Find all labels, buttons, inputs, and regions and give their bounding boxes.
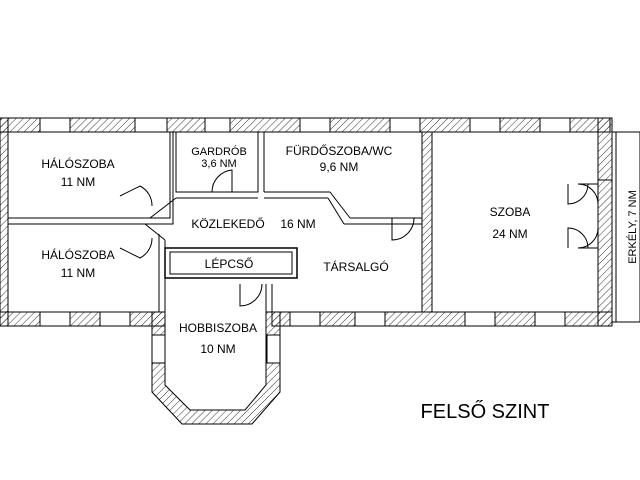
balcony <box>598 131 640 323</box>
room-hobbiszoba-name: HOBBISZOBA <box>179 321 257 335</box>
room-furdoszoba-name: FÜRDŐSZOBA/WC <box>286 143 393 158</box>
wall-szoba-left <box>421 131 433 313</box>
room-haloszoba-1-name: HÁLÓSZOBA <box>41 156 114 171</box>
room-tarsalgo-name: TÁRSALGÓ <box>323 259 388 274</box>
room-szoba-area: 24 NM <box>492 227 527 241</box>
room-gardrob-name: GARDRÓB <box>191 145 247 158</box>
room-szoba-name: SZOBA <box>490 205 531 219</box>
doors <box>119 169 599 307</box>
hobbi-bay <box>151 311 281 425</box>
room-hobbiszoba-area: 10 NM <box>200 342 235 356</box>
room-haloszoba-2-name: HÁLÓSZOBA <box>41 247 114 262</box>
floor-title: FELSŐ SZINT <box>421 400 550 423</box>
room-furdoszoba-area: 9,6 NM <box>320 160 359 174</box>
room-haloszoba-2-area: 11 NM <box>61 266 95 280</box>
room-gardrob-area: 3,6 NM <box>201 158 236 170</box>
wall-bottom-left <box>0 311 166 327</box>
room-lepcso-name: LÉPCSŐ <box>205 256 254 271</box>
windows-bottom <box>39 311 566 327</box>
wall-right <box>597 117 613 327</box>
room-haloszoba-1-area: 11 NM <box>61 175 95 189</box>
room-kozlekedo-area: 16 NM <box>280 217 315 231</box>
interior-walls <box>7 131 422 380</box>
windows-top <box>39 117 571 133</box>
room-kozlekedo-name: KÖZLEKEDŐ <box>191 216 264 231</box>
wall-left <box>0 117 9 327</box>
room-erkely-label: ERKÉLY, 7 NM <box>626 190 639 264</box>
